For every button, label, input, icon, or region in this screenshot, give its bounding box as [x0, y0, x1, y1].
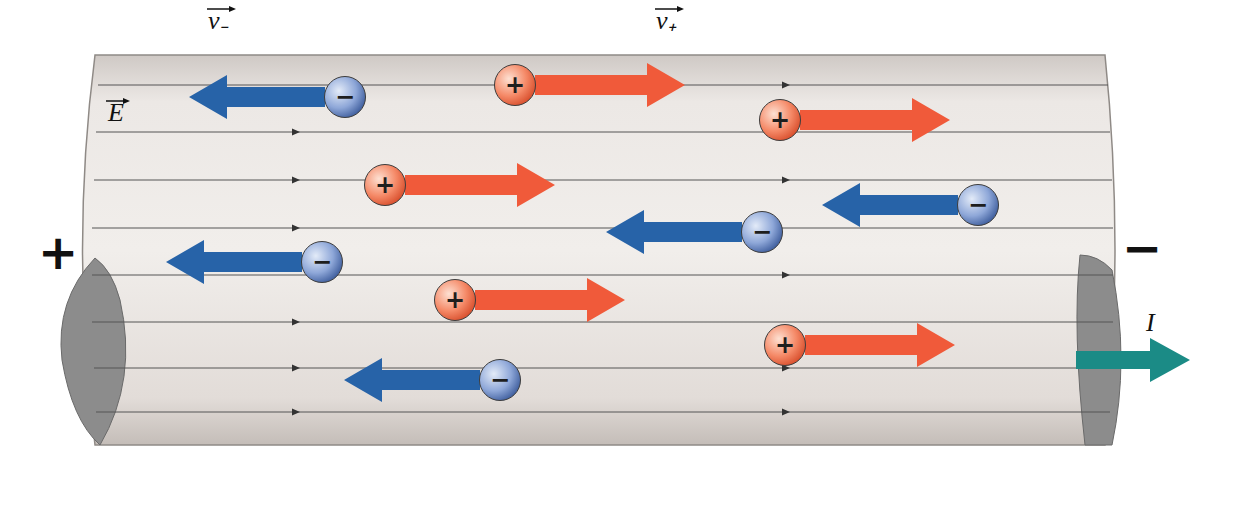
negative-terminal: − [1122, 224, 1162, 272]
velocity-symbol: v₋ [208, 8, 229, 34]
charge-particle: + [763, 323, 807, 367]
charge-particle: + [758, 98, 802, 142]
positive-terminal: + [38, 228, 78, 276]
left-end-cap [61, 258, 126, 445]
charge-sign: + [433, 278, 477, 322]
field-lines [92, 85, 1113, 412]
charge-sign: + [758, 98, 802, 142]
charge-particle: − [478, 358, 522, 402]
field-arrowheads [292, 82, 790, 416]
charge-particle: + [363, 163, 407, 207]
charge-particle: − [956, 183, 1000, 227]
charge-particle: + [493, 63, 537, 107]
charge-sign: − [956, 183, 1000, 227]
field-symbol: E [108, 100, 124, 126]
charge-sign: − [323, 75, 367, 119]
velocity-symbol: v₊ [656, 8, 677, 34]
current-symbol: I [1146, 310, 1155, 336]
charge-particle: − [740, 210, 784, 254]
charge-particle: − [323, 75, 367, 119]
charge-particle: + [433, 278, 477, 322]
charge-sign: − [478, 358, 522, 402]
charge-sign: + [493, 63, 537, 107]
velocity-arrows [166, 63, 958, 402]
conductor-body [83, 55, 1116, 445]
charge-sign: − [740, 210, 784, 254]
right-end-cap [1077, 255, 1121, 445]
vector-marks [106, 6, 684, 104]
charge-particle: − [300, 240, 344, 284]
charge-sign: + [763, 323, 807, 367]
charge-sign: + [363, 163, 407, 207]
current-arrow [1076, 338, 1190, 382]
charge-sign: − [300, 240, 344, 284]
